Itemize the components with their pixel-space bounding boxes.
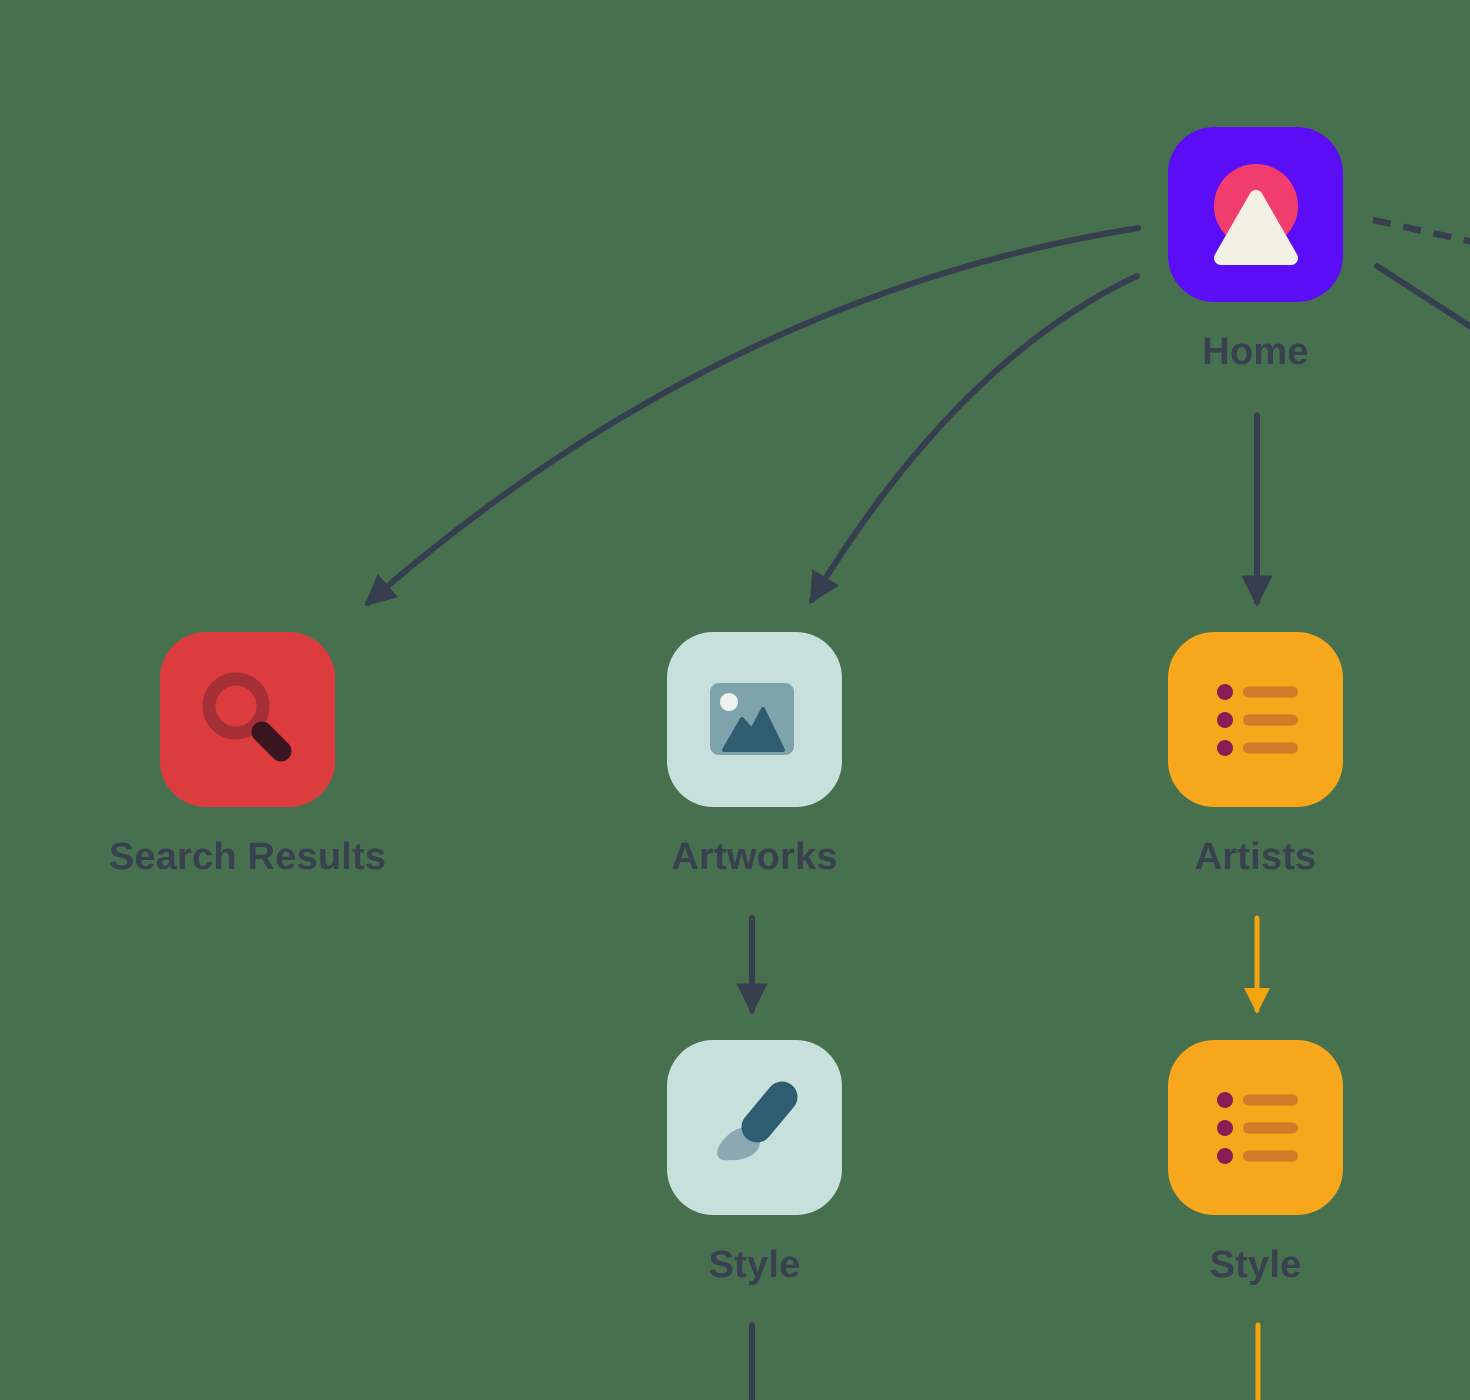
- edge-home-to-artworks: [809, 273, 1140, 604]
- list-icon: [1168, 1040, 1343, 1215]
- node-label: Search Results: [108, 836, 387, 878]
- node-label: Artists: [1194, 836, 1317, 878]
- node-label: Style: [1209, 1244, 1302, 1286]
- home-logo-icon: [1168, 127, 1343, 302]
- list-bullet: [1217, 712, 1233, 728]
- list-bar: [1243, 686, 1298, 698]
- node-label: Home: [1202, 331, 1309, 373]
- list-bullet: [1217, 1120, 1233, 1136]
- magnifier-ring: [202, 672, 270, 740]
- node-artists[interactable]: Artists: [1168, 632, 1343, 876]
- list-bullet: [1217, 1148, 1233, 1164]
- magnifier-handle: [251, 721, 292, 762]
- image-sun: [720, 693, 738, 711]
- node-label: Style: [708, 1244, 801, 1286]
- list-bar: [1243, 742, 1298, 754]
- logo-triangle-icon: [1214, 190, 1298, 265]
- node-label: Artworks: [671, 836, 838, 878]
- list-bar: [1243, 1094, 1298, 1106]
- edge-home-to-search-results: [364, 225, 1141, 607]
- list-bar: [1243, 714, 1298, 726]
- node-home[interactable]: Home: [1168, 127, 1343, 371]
- image-mountains: [722, 707, 785, 752]
- list-icon: [1168, 632, 1343, 807]
- list-bullet: [1217, 1092, 1233, 1108]
- search-icon: [160, 632, 335, 807]
- node-search-results[interactable]: Search Results: [109, 632, 386, 876]
- list-bar: [1243, 1122, 1298, 1134]
- node-style-artists[interactable]: Style: [1168, 1040, 1343, 1284]
- list-bar: [1243, 1150, 1298, 1162]
- brush-handle: [741, 1081, 798, 1143]
- paintbrush-icon: [667, 1040, 842, 1215]
- node-artworks[interactable]: Artworks: [667, 632, 842, 876]
- edge-home-solid-offscreen: [1374, 263, 1470, 330]
- list-bullet: [1217, 684, 1233, 700]
- node-style-artworks[interactable]: Style: [667, 1040, 842, 1284]
- list-bullet: [1217, 740, 1233, 756]
- image-icon: [667, 632, 842, 807]
- edge-home-dashed-offscreen: [1372, 216, 1470, 245]
